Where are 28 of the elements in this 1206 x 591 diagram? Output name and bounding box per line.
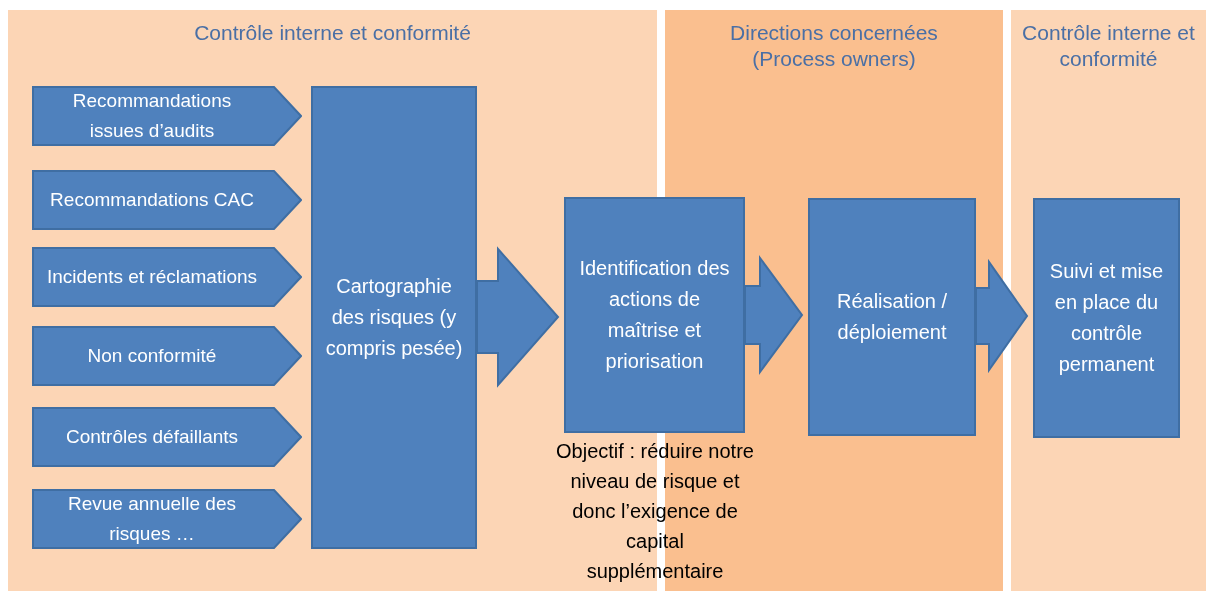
- node-text: Cartographie des risques (y compris pesée): [324, 274, 464, 361]
- swimlane-band: [1011, 10, 1206, 591]
- objective-note: Objectif : réduire notre niveau de risque et donc l’exigence de capital supplémentaire: [555, 439, 755, 584]
- input-box: [32, 170, 302, 230]
- node-text: Recommandations issues d’audits: [71, 89, 233, 143]
- node-text: Incidents et réclamations: [46, 265, 258, 289]
- node-text: Revue annuelle des risques …: [67, 492, 237, 546]
- block-arrow: [975, 258, 1029, 374]
- node-text: Suivi et mise en place du contrôle permanent: [1049, 259, 1164, 377]
- lane-heading: Contrôle interne et conformité: [193, 20, 472, 46]
- node-text: Recommandations CAC: [50, 188, 254, 212]
- input-box: [32, 326, 302, 386]
- node-text: Contrôles défaillants: [65, 425, 239, 449]
- input-box: [32, 407, 302, 467]
- lane-heading: Directions concernées (Process owners): [729, 20, 939, 72]
- input-box: [32, 247, 302, 307]
- block-arrow: [744, 254, 804, 376]
- node-text: Identification des actions de maîtrise et priorisation: [578, 256, 731, 374]
- input-box: [32, 489, 302, 549]
- node-text: Réalisation / déploiement: [835, 289, 949, 345]
- process-box: [311, 86, 477, 549]
- input-box: [32, 86, 302, 146]
- process-box: [564, 197, 745, 433]
- process-box: [1033, 198, 1180, 438]
- lane-heading: Contrôle interne et conformité: [1021, 20, 1196, 72]
- process-box: [808, 198, 976, 436]
- block-arrow: [476, 246, 560, 388]
- node-text: Non conformité: [87, 344, 217, 368]
